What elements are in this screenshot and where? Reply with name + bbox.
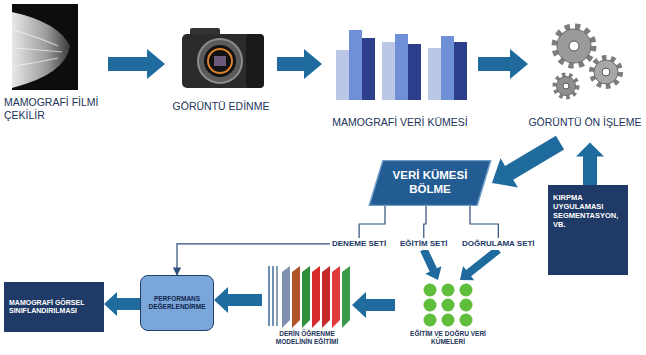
- block-arrow: [214, 287, 262, 313]
- node-text: DOĞRULAMA SETİ: [462, 239, 535, 249]
- node-text: GÖRÜNTÜ ÖN İŞLEME: [528, 116, 642, 129]
- set-label: DOĞRULAMA SETİ: [460, 238, 537, 250]
- gears-picture: [555, 27, 620, 97]
- connector-line: [424, 206, 426, 238]
- datasets-step: EĞİTİM VE DOĞRU VERİ KÜMELERİ: [395, 280, 501, 348]
- node-text: MAMOGRAFİ VERİ KÜMESİ: [322, 116, 478, 129]
- data-dots-picture: [424, 284, 473, 327]
- node-text: DERİN ÖĞRENME MODELİNİN EĞİTİMİ: [262, 330, 352, 346]
- connector-line: [359, 206, 385, 238]
- block-arrow: [277, 49, 322, 79]
- block-arrow: [478, 49, 528, 79]
- connector-line: [177, 244, 330, 275]
- node-text: PERFORMANS DEĞERLENDİRME: [145, 295, 209, 311]
- block-arrow: [576, 143, 604, 185]
- node-text: EĞİTİM SETİ: [400, 239, 448, 249]
- mammogram-film: [12, 4, 78, 90]
- mammogram-step: MAMOGRAFİ FİLMİ ÇEKİLİR: [4, 4, 108, 125]
- node-text: DENEME SETİ: [332, 239, 386, 249]
- process-box: PERFORMANS DEĞERLENDİRME: [140, 275, 214, 331]
- block-arrow: [460, 246, 501, 280]
- connector-line: [470, 206, 498, 238]
- set-label: EĞİTİM SETİ: [398, 238, 450, 250]
- network-layers-picture: [268, 266, 350, 328]
- training-step: DERİN ÖĞRENME MODELİNİN EĞİTİMİ: [262, 262, 352, 348]
- block-arrow: [104, 292, 140, 316]
- node-text: GÖRÜNTÜ EDİNME: [165, 100, 277, 113]
- node-text: VERİ KÜMESİ BÖLME: [386, 169, 474, 197]
- acquisition-step: GÖRÜNTÜ EDİNME: [165, 4, 277, 117]
- note-box: KIRPMA UYGULAMASI SEGMENTASYON, VB.: [548, 185, 628, 275]
- block-arrow: [420, 248, 441, 280]
- block-arrow: [492, 136, 564, 188]
- block-arrow: [108, 49, 165, 79]
- node-text: MAMOGRAFİ GÖRSEL SINIFLANDIRILMASI: [9, 299, 99, 316]
- split-parallelogram: VERİ KÜMESİ BÖLME: [368, 160, 492, 206]
- bar-chart-picture: [336, 30, 467, 100]
- node-text: EĞİTİM VE DOĞRU VERİ KÜMELERİ: [395, 330, 501, 346]
- preprocessing-step: GÖRÜNTÜ ÖN İŞLEME: [528, 4, 642, 143]
- dataset-step: MAMOGRAFİ VERİ KÜMESİ: [322, 4, 478, 133]
- set-label: DENEME SETİ: [330, 238, 388, 250]
- block-arrow: [352, 292, 395, 318]
- node-text: MAMOGRAFİ FİLMİ ÇEKİLİR: [4, 96, 108, 121]
- result-box: MAMOGRAFİ GÖRSEL SINIFLANDIRILMASI: [4, 282, 104, 332]
- node-text: KIRPMA UYGULAMASI SEGMENTASYON, VB.: [553, 193, 623, 229]
- camera-picture: [182, 28, 264, 88]
